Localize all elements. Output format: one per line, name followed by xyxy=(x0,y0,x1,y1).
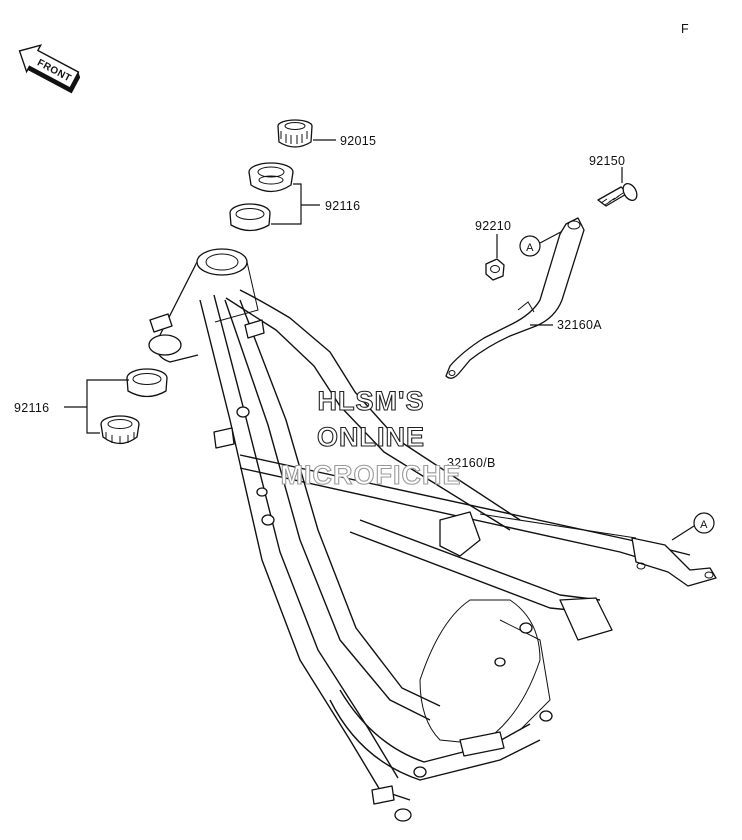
bolt-92150 xyxy=(597,182,638,207)
bearing-92116-upper xyxy=(248,162,294,193)
ref-marker-a-right-label: A xyxy=(700,519,708,531)
ref-marker-a-top-label: A xyxy=(526,242,534,254)
frame-32160b xyxy=(148,248,717,822)
label-92210: 92210 xyxy=(475,219,511,233)
watermark-line-1: HLSM'S xyxy=(318,386,425,416)
label-92116-left: 92116 xyxy=(14,401,49,415)
ref-marker-a-right xyxy=(693,512,715,534)
race-92116-upper xyxy=(229,203,271,232)
watermark-line-3: MICROFICHE xyxy=(281,460,462,490)
label-32160b: 32160/B xyxy=(447,456,496,470)
ref-marker-a-top xyxy=(519,235,541,257)
bearing-92116-lower xyxy=(100,415,140,445)
watermark-line-2: ONLINE xyxy=(317,422,425,452)
label-32160a: 32160A xyxy=(557,318,602,332)
steering-nut-92015 xyxy=(277,119,313,148)
nut-92210 xyxy=(485,258,505,281)
label-92015: 92015 xyxy=(340,134,376,148)
page-letter: F xyxy=(681,22,689,36)
race-92116-lower xyxy=(126,368,168,398)
watermark: HLSM'S ONLINE MICROFICHE xyxy=(280,385,462,490)
label-92116-top: 92116 xyxy=(325,199,360,213)
stay-32160a xyxy=(445,217,585,379)
label-92150: 92150 xyxy=(589,154,625,168)
front-arrow-icon: FRONT xyxy=(18,44,81,94)
